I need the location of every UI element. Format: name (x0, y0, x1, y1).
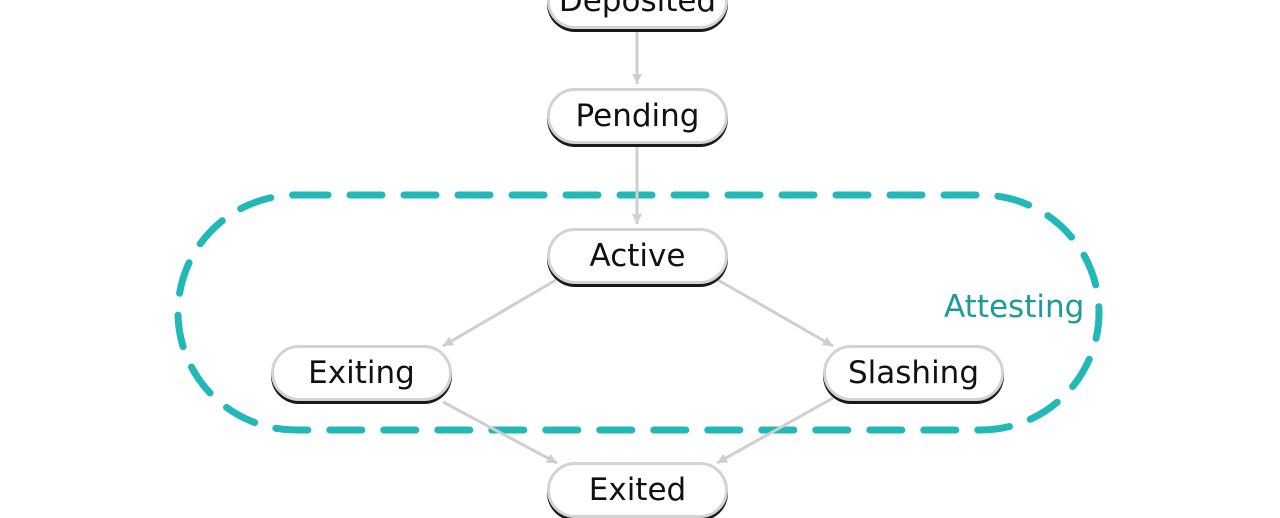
node-exiting-label: Exiting (308, 355, 415, 391)
edge-active-slashing (717, 278, 834, 348)
edge-exiting-exited (442, 400, 558, 465)
node-active: Active (547, 228, 728, 284)
diagram-canvas (174, 28, 1103, 465)
node-exiting: Exiting (271, 345, 452, 401)
node-pending-label: Pending (575, 98, 700, 134)
node-pending: Pending (547, 88, 728, 144)
node-slashing-label: Slashing (847, 355, 980, 391)
edge-active-exiting (442, 278, 557, 348)
node-exited-label: Exited (588, 472, 687, 508)
attesting-group-label: Attesting (944, 289, 1085, 325)
node-deposited-label: Deposited (558, 0, 717, 19)
edge-slashing-exited (716, 396, 834, 465)
node-exited: Exited (547, 462, 728, 518)
node-deposited: Deposited (547, 0, 728, 29)
node-active-label: Active (589, 238, 686, 274)
node-slashing: Slashing (823, 345, 1004, 401)
